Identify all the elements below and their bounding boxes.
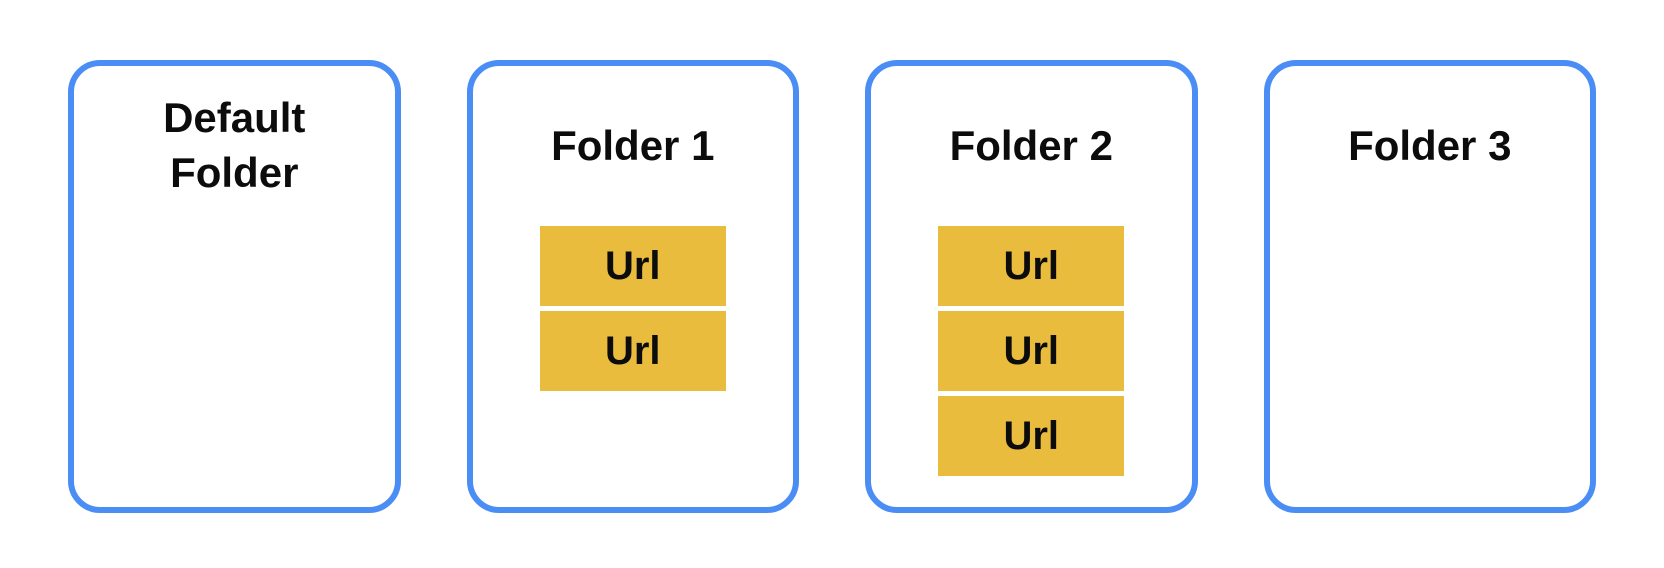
folder-2-url-item-2: Url — [938, 311, 1125, 391]
folder-2-title: Folder 2 — [949, 121, 1113, 169]
default-folder-title: Default Folder — [163, 94, 306, 196]
folder-3-title: Folder 3 — [1348, 121, 1512, 169]
default-folder: Default Folder — [68, 60, 401, 513]
folder-1-title: Folder 1 — [551, 121, 715, 169]
folder-1-url-item-2: Url — [539, 311, 726, 391]
folder-2-url-item-3: Url — [938, 396, 1125, 476]
folder-1-url-item-1: Url — [539, 226, 726, 306]
folder-3: Folder 3 — [1263, 60, 1596, 513]
folder-2-url-item-1: Url — [938, 226, 1125, 306]
